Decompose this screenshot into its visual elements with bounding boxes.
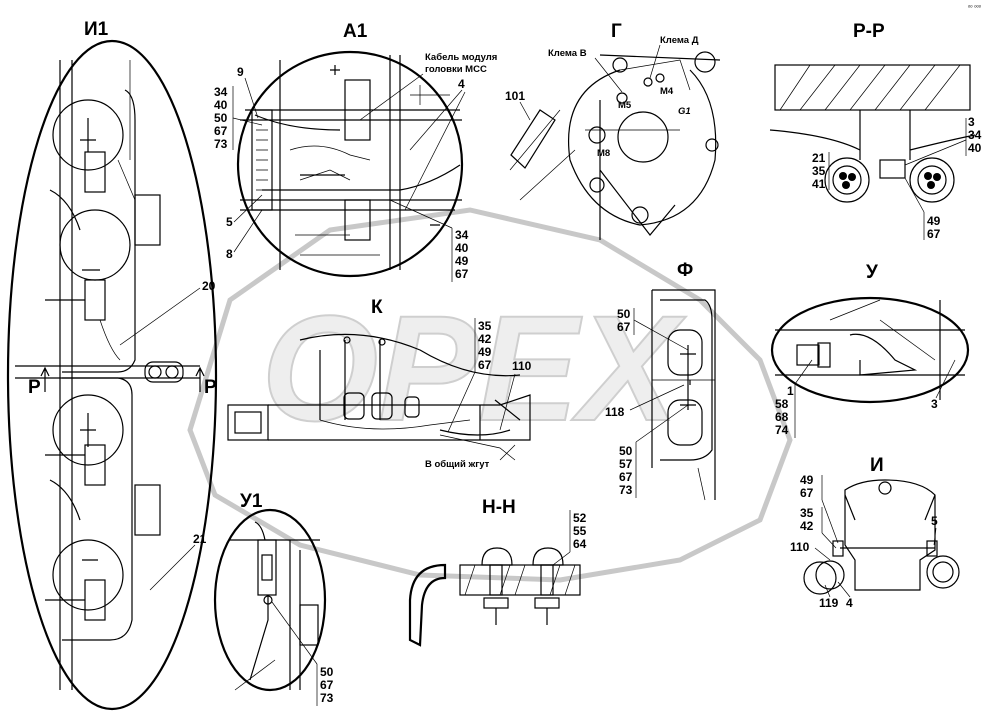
watermark-text: ОРЕХ [262,284,687,452]
callout-u-74: 74 [775,423,789,437]
callout-i-42: 42 [800,519,814,533]
view-title-u: У [866,262,878,283]
callout-u1-50: 50 [320,665,334,679]
annotation-m4: M4 [660,86,674,97]
callout-k-49: 49 [478,345,492,359]
callout-a1-40: 40 [214,98,228,112]
view-f-drawing [651,289,716,501]
callout-rr-21: 21 [812,151,826,165]
section-arrow-right [195,366,205,392]
callout-u1-67: 67 [320,678,334,692]
callout-f-50b: 50 [619,444,633,458]
callout-a1-49: 49 [455,254,469,268]
view-title-f: Ф [677,260,693,281]
callout-i-110: 110 [790,540,810,554]
callout-i-49: 49 [800,473,814,487]
view-title-u1: У1 [240,491,263,512]
callout-u-58: 58 [775,397,789,411]
view-u1-drawing [213,508,327,692]
section-label-right: Р [204,377,217,398]
callout-i-119: 119 [819,596,839,610]
callout-u-3: 3 [931,397,938,411]
view-k-drawing [227,333,531,461]
callout-nn-52: 52 [573,511,587,525]
callout-f-67b: 67 [619,470,633,484]
view-title-i: И [870,455,884,476]
callout-a1-40b: 40 [455,241,469,255]
callout-k-67: 67 [478,358,492,372]
callout-i1-21: 21 [193,532,207,546]
annotation-cable-line1: Кабель модуля [425,52,497,63]
callout-i-67: 67 [800,486,814,500]
view-rr-drawing [769,64,976,203]
callout-rr-67: 67 [927,227,941,241]
callout-k-35: 35 [478,319,492,333]
view-g-drawing [509,51,721,240]
annotation-g1: G1 [678,106,691,117]
view-i1-drawing [6,39,218,711]
callout-nn-55: 55 [573,524,587,538]
annotation-m8: M8 [597,148,610,159]
view-title-nn: Н-Н [482,497,516,518]
callout-rr-35: 35 [812,164,826,178]
callout-rr-3: 3 [968,115,975,129]
callout-rr-34: 34 [968,128,982,142]
callout-f-50: 50 [617,307,631,321]
callout-k-110: 110 [512,359,532,373]
view-title-rr: Р-Р [853,21,885,42]
callout-a1-5: 5 [226,215,233,229]
callout-a1-73: 73 [214,137,228,151]
callout-u-68: 68 [775,410,789,424]
annotation-clamp-v: Клема В [548,48,587,59]
callout-rr-40: 40 [968,141,982,155]
callout-u1-73: 73 [320,691,334,705]
annotation-common-harness: В общий жгут [425,459,490,470]
callout-a1-34: 34 [214,85,228,99]
callout-i-4: 4 [846,596,853,610]
callout-k-42: 42 [478,332,492,346]
callout-a1-4: 4 [458,77,465,91]
callout-a1-9: 9 [237,65,244,79]
callout-f-57: 57 [619,457,633,471]
callout-rr-49: 49 [927,214,941,228]
callout-nn-64: 64 [573,537,587,551]
callout-u-1: 1 [787,384,794,398]
corner-mark: ᵒᵒ ᵒᵒᵒ [968,5,982,11]
view-title-i1: И1 [84,19,109,40]
view-title-a1: А1 [343,21,368,42]
callout-a1-34b: 34 [455,228,469,242]
view-u-drawing [770,296,970,404]
callout-a1-67b: 67 [455,267,469,281]
annotation-clamp-d: Клема Д [660,35,699,46]
callout-a1-8: 8 [226,247,233,261]
annotation-cable-line2: головки МСС [425,64,487,75]
section-arrow-left [40,366,50,392]
view-title-g: Г [611,21,622,42]
callout-i1-20: 20 [202,279,216,293]
callout-f-73: 73 [619,483,633,497]
view-nn-drawing [408,547,581,647]
callout-g-101: 101 [505,89,525,103]
callout-a1-67: 67 [214,124,228,138]
callout-rr-41: 41 [812,177,826,191]
callout-f-67: 67 [617,320,631,334]
callout-i-35: 35 [800,506,814,520]
callout-f-118: 118 [605,405,625,419]
watermark-gear [187,207,793,583]
callout-i-5: 5 [931,514,938,528]
view-title-k: К [371,297,383,318]
view-i-drawing [803,479,960,595]
section-label-left: Р [28,377,41,398]
annotation-m5: M5 [618,100,632,111]
callout-a1-50: 50 [214,111,228,125]
